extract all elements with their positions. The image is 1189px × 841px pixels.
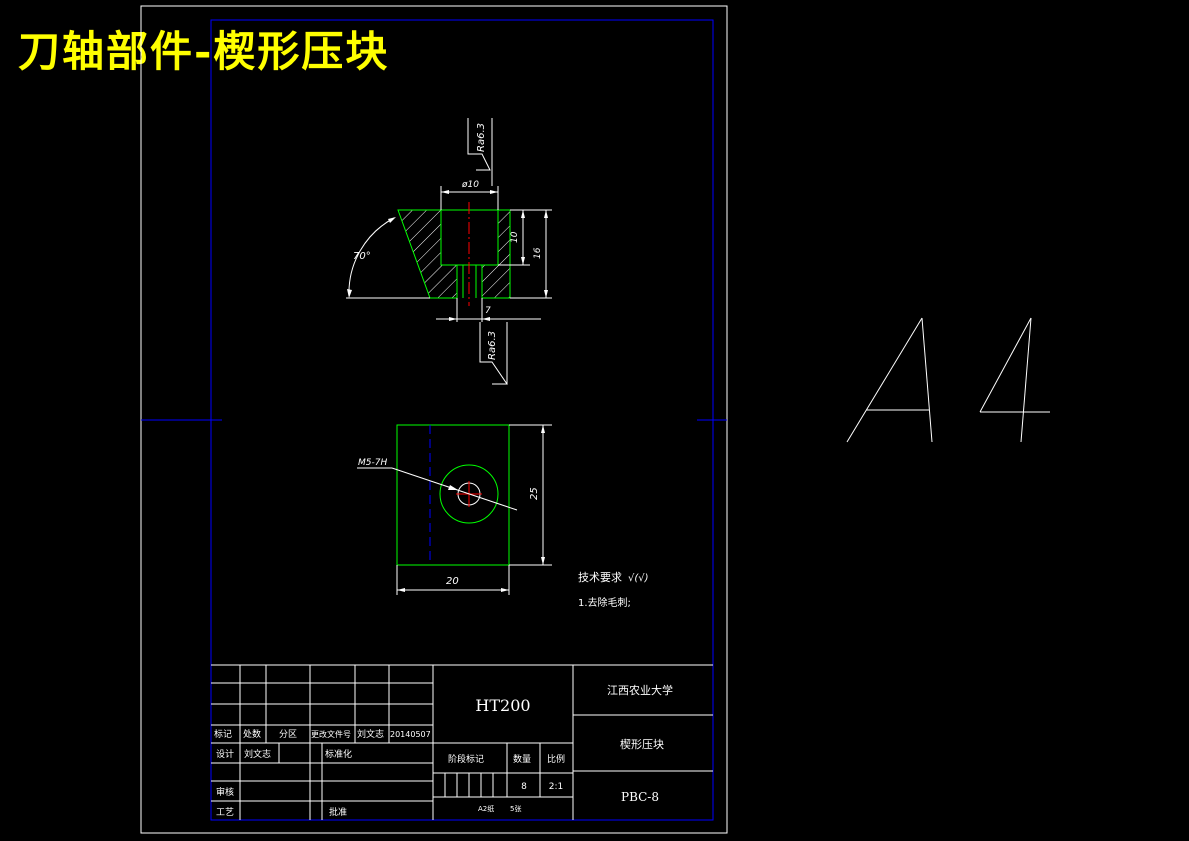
dim-angle-70: 70° xyxy=(353,251,371,262)
review-label: 审核 xyxy=(216,786,234,798)
title-block xyxy=(211,664,713,820)
sheet-inner-border xyxy=(210,19,714,821)
scale-value: 2:1 xyxy=(549,782,563,792)
drawing-title: 刀轴部件-楔形压块 xyxy=(18,27,390,76)
rev-header-sign: 刘文志 xyxy=(357,728,384,740)
design-label: 设计 xyxy=(216,748,234,760)
dim-dia-10: ø10 xyxy=(461,180,479,190)
process-label: 工艺 xyxy=(216,807,234,818)
material: HT200 xyxy=(475,696,530,715)
plan-outline xyxy=(396,424,510,566)
drawing-number: PBC-8 xyxy=(621,790,659,804)
designer-name: 刘文志 xyxy=(244,748,271,760)
dim-25: 25 xyxy=(529,487,540,500)
dim-20: 20 xyxy=(446,576,459,587)
hatch-left-wedge xyxy=(397,209,458,299)
thread-label: M5-7H xyxy=(358,458,387,468)
school-name: 江西农业大学 xyxy=(607,683,673,697)
tech-notes-item1: 1.去除毛刺; xyxy=(578,596,631,609)
scale-label: 比例 xyxy=(547,753,565,765)
rev-header-mark: 标记 xyxy=(214,728,232,740)
dim-16: 16 xyxy=(533,247,543,259)
sheet-note: A2纸 xyxy=(478,804,494,813)
title-block-text: 标记 处数 分区 更改文件号 刘文志 20140507 设计 刘文志 标准化 审… xyxy=(214,683,673,818)
hatch-right-part xyxy=(481,209,511,299)
section-view: ø10 10 16 7 70° Ra6.3 Ra6.3 xyxy=(346,118,552,385)
dim-7: 7 xyxy=(485,306,491,316)
sheet-outer-frame xyxy=(140,5,728,834)
sheet-note-2: 5张 xyxy=(510,804,521,813)
sheet-size-label: A4 xyxy=(846,317,1050,443)
rev-header-zone: 分区 xyxy=(279,729,297,740)
stage-label: 阶段标记 xyxy=(448,753,484,765)
qty-label: 数量 xyxy=(513,753,531,765)
thread-outer-circle xyxy=(439,464,499,524)
qty-value: 8 xyxy=(521,782,527,792)
tech-notes-title: 技术要求 xyxy=(578,571,622,584)
roughness-note-symbol: √(√) xyxy=(628,573,649,584)
roughness-top: Ra6.3 xyxy=(476,123,487,152)
dim-10: 10 xyxy=(510,231,520,243)
rev-header-count: 处数 xyxy=(243,728,261,740)
rev-header-file: 更改文件号 xyxy=(311,729,351,739)
plan-view: M5-7H 25 20 xyxy=(357,424,552,595)
rev-header-date: 20140507 xyxy=(390,730,431,739)
roughness-bottom: Ra6.3 xyxy=(487,331,498,360)
standard-label: 标准化 xyxy=(325,748,352,760)
part-name: 楔形压块 xyxy=(620,738,664,751)
approve-label: 批准 xyxy=(329,806,347,818)
